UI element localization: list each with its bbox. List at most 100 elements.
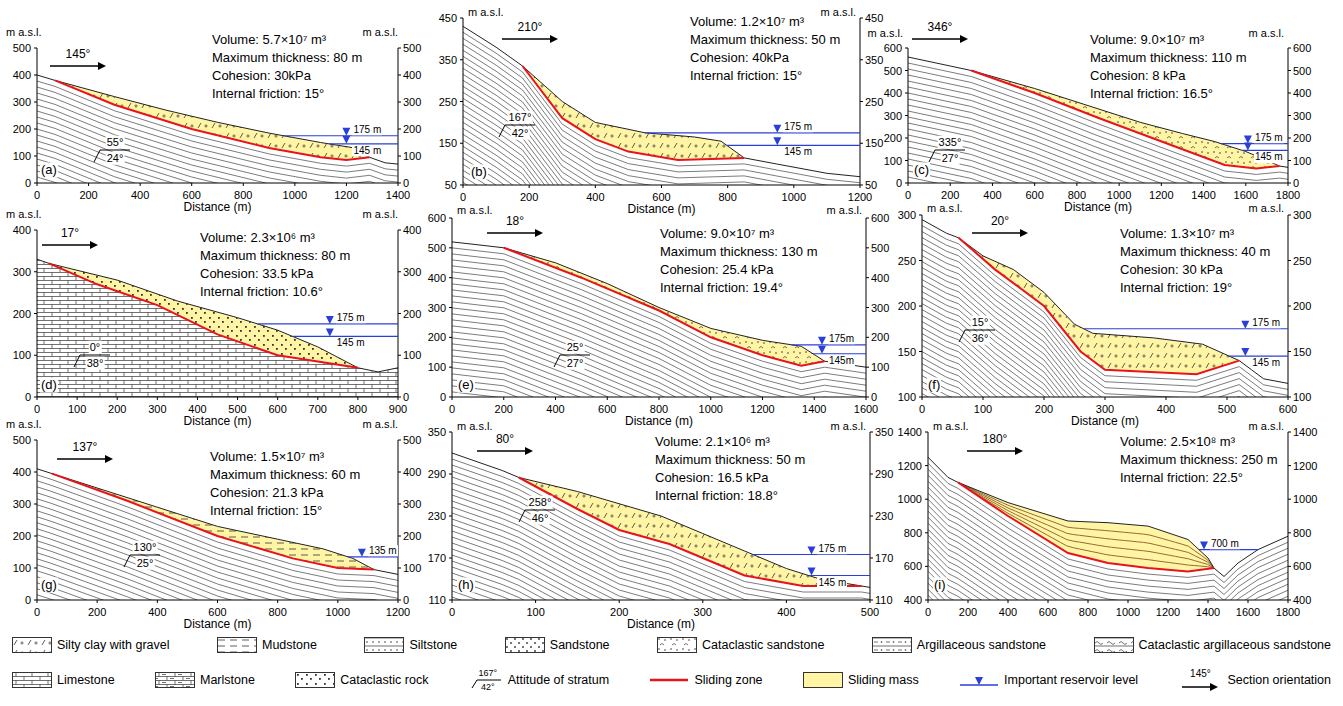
axis-tick-label: 1600 xyxy=(854,403,878,416)
legend-item: Limestone xyxy=(12,672,115,688)
axis-tick-label: 0 xyxy=(403,594,409,607)
bedrock-ground xyxy=(463,0,860,185)
axis-tick-label: 300 xyxy=(13,96,31,109)
axis-tick-label: 170 xyxy=(428,552,446,565)
axis-unit: m a.s.l. xyxy=(6,26,41,39)
legend-swatch xyxy=(649,672,689,688)
section-orientation: 145° xyxy=(66,48,91,62)
parameter-text: Internal friction: 18.8° xyxy=(655,489,778,504)
axis-tick-label: 600 xyxy=(1293,560,1311,573)
swatch-ground xyxy=(365,638,404,653)
axis-tick-label: 1000 xyxy=(1107,189,1131,202)
axis-tick-label: 300 xyxy=(898,209,916,222)
stratum-line xyxy=(452,579,870,706)
stratum-line xyxy=(37,153,398,242)
stratum-line xyxy=(37,487,398,593)
stratum-line xyxy=(928,613,1288,706)
parameter-text: Cohesion: 33.5 kPa xyxy=(200,267,313,282)
section-orientation: 137° xyxy=(73,441,98,455)
tick xyxy=(866,397,867,400)
stratum-line xyxy=(452,609,870,706)
stratum-line xyxy=(463,110,860,260)
tick xyxy=(866,367,869,368)
axis-tick-label: 0 xyxy=(440,391,446,404)
section-g xyxy=(34,400,401,706)
axis-tick-label: 800 xyxy=(268,606,286,619)
reservoir-level-line xyxy=(645,132,860,133)
axis-unit: m a.s.l. xyxy=(363,208,398,221)
tick xyxy=(1034,183,1035,186)
axis-unit: m a.s.l. xyxy=(457,420,492,433)
stratum-line xyxy=(463,56,860,206)
tick xyxy=(860,101,863,102)
axis-tick-label: 0 xyxy=(896,177,902,190)
axis-tick-label: 800 xyxy=(1068,189,1086,202)
ground-surface xyxy=(922,220,1288,384)
tick xyxy=(1288,115,1291,116)
ground-surface xyxy=(37,75,398,164)
tick xyxy=(860,18,863,19)
arrow-head xyxy=(1015,447,1023,455)
tick xyxy=(619,600,620,603)
axis-tick-label: 1600 xyxy=(1236,606,1260,619)
tick xyxy=(398,230,401,231)
tick xyxy=(860,59,863,60)
tick xyxy=(460,143,463,144)
stratum-line xyxy=(452,465,870,599)
tick xyxy=(398,183,399,186)
parameter-text: Internal friction: 19° xyxy=(1120,281,1232,296)
axis-tick-label: 300 xyxy=(694,606,712,619)
reservoir-marker xyxy=(975,677,983,685)
stratum-line xyxy=(928,625,1288,706)
tick xyxy=(34,440,37,441)
axis-tick-label: 200 xyxy=(88,606,106,619)
reservoir-marker xyxy=(342,128,350,136)
tick xyxy=(1248,600,1249,603)
axis-tick-label: 50 xyxy=(445,179,457,192)
reservoir-level-label: 145 m xyxy=(1251,357,1281,369)
stratum-line xyxy=(908,87,1288,198)
axis-tick-label: 200 xyxy=(79,189,97,202)
axis-tick-label: 300 xyxy=(148,403,166,416)
axis-title: Distance (m) xyxy=(627,203,695,217)
parameter-text: Maximum thickness: 130 m xyxy=(660,245,818,260)
axis-tick-label: 500 xyxy=(871,242,889,255)
sliding-zone xyxy=(958,482,1214,571)
stratum-line xyxy=(908,111,1288,222)
tick xyxy=(460,59,463,60)
axis-tick-label: 230 xyxy=(875,510,893,523)
sliding-zone-sample xyxy=(650,679,688,682)
axis-tick-label: 200 xyxy=(610,606,628,619)
tick xyxy=(919,215,922,216)
stratum-line xyxy=(37,613,398,706)
axis-tick-label: 1000 xyxy=(1293,493,1317,506)
orientation-arrow xyxy=(42,244,92,246)
section-orientation: 346° xyxy=(928,21,953,35)
stratum-line xyxy=(37,165,398,254)
stratum-line xyxy=(37,625,398,706)
tick xyxy=(449,277,452,278)
stratum-line xyxy=(37,535,398,641)
axis-tick-label: 600 xyxy=(208,606,226,619)
axis-tick-label: 0 xyxy=(25,391,31,404)
sliding-mass-pattern xyxy=(52,474,374,570)
tick xyxy=(398,504,401,505)
stratum-line xyxy=(452,260,866,385)
tick xyxy=(1288,138,1291,139)
reservoir-level-label: 175 m xyxy=(352,124,382,136)
stratum-line xyxy=(908,123,1288,234)
stratum-line xyxy=(452,248,866,373)
x-axis xyxy=(452,600,870,601)
axis-tick-label: 150 xyxy=(865,137,883,150)
axis-tick-label: 250 xyxy=(439,95,457,108)
arrow-head xyxy=(960,35,968,43)
reservoir-marker xyxy=(818,346,826,354)
tick xyxy=(34,102,37,103)
x-axis xyxy=(908,183,1288,184)
axis-tick-label: 1200 xyxy=(386,606,410,619)
parameter-text: Volume: 2.3×10⁶ m³ xyxy=(200,231,315,246)
axis-tick-label: 600 xyxy=(904,560,922,573)
tick xyxy=(1128,600,1129,603)
tick xyxy=(34,271,37,272)
